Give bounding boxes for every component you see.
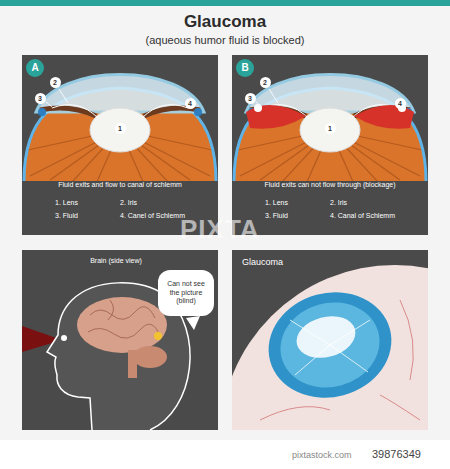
node-text: Can not see the picture (blind) [162,280,210,306]
part-list-item: 4. Canel of Schlemm [120,212,185,220]
callout-number: 3 [35,93,46,104]
callout-number: 4 [185,98,196,109]
part-list-item: 3. Fluid [265,212,288,220]
watermark: PIXTA [180,214,260,245]
callout-number: 3 [245,93,256,104]
title-text: Glaucoma [0,12,450,32]
node-text: B [241,62,248,75]
callout-number: 4 [395,98,406,109]
node-text: A [31,62,38,75]
brain-panel: Brain (side view) Can not see the picture… [22,250,218,430]
node-text: Fluid exits can not flow through (blocka… [232,181,428,190]
node-text: Fluid exits and flow to canal of schlemm [22,181,218,190]
part-list-item: 3. Fluid [55,212,78,220]
part-list-item: 1. Lens [265,199,288,207]
panel-letter: A [26,59,44,77]
part-list-item: 4. Canal of Schlemm [330,212,395,220]
glaucoma-panel: Glaucoma [232,250,428,430]
part-list-item: 2. Iris [330,199,347,207]
site-name: pixtastock.com [292,450,352,461]
callout-number: 1 [325,123,336,134]
node-text: Brain (side view) [90,257,142,266]
part-list-item: 2. Iris [120,199,137,207]
subtitle-text: (aqueous humor fluid is blocked) [0,34,450,47]
image-number: 39876349 [372,448,421,461]
panel-letter: B [236,59,254,77]
part-list-item: 1. Lens [55,199,78,207]
callout-number: 1 [115,123,126,134]
callout-number: 2 [50,77,61,88]
speech-bubble: Can not see the picture (blind) [158,270,214,316]
callout-number: 2 [260,77,271,88]
node-text: Glaucoma [242,257,342,268]
